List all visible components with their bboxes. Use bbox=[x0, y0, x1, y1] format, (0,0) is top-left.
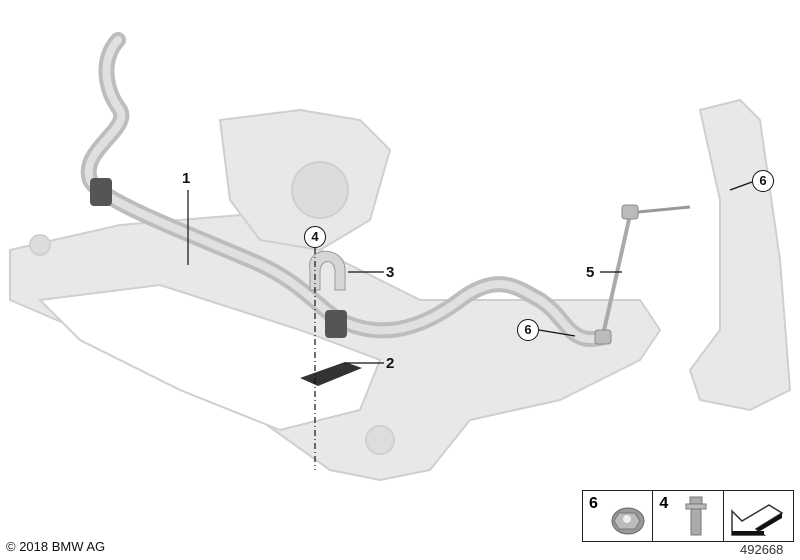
callout-4[interactable]: 4 bbox=[304, 226, 326, 248]
diagram-number: 492668 bbox=[740, 542, 784, 557]
parts-legend: 6 4 bbox=[582, 490, 794, 542]
callout-1[interactable]: 1 bbox=[182, 170, 191, 187]
callout-2[interactable]: 2 bbox=[386, 355, 395, 372]
rubber-mount-left bbox=[90, 178, 112, 206]
stabilizer-link bbox=[601, 214, 632, 336]
rubber-mount-right bbox=[325, 310, 347, 338]
copyright: © 2018 BMW AG bbox=[6, 539, 106, 554]
bolt-icon bbox=[685, 496, 707, 536]
flange-nut-icon bbox=[611, 507, 645, 535]
callout-5[interactable]: 5 bbox=[586, 264, 595, 281]
legend-number: 6 bbox=[589, 495, 598, 512]
front-subframe bbox=[9, 98, 792, 482]
callout-3[interactable]: 3 bbox=[386, 264, 395, 281]
legend-number: 4 bbox=[659, 495, 669, 512]
legend-item-arrow bbox=[724, 491, 793, 541]
bracket bbox=[309, 250, 346, 291]
legend-item-bolt[interactable]: 4 bbox=[653, 491, 724, 541]
legend-item-nut[interactable]: 6 bbox=[583, 491, 654, 541]
callout-6-upper[interactable]: 6 bbox=[752, 170, 774, 192]
direction-arrow-icon bbox=[730, 504, 784, 536]
callout-6-nut[interactable]: 6 bbox=[517, 319, 539, 341]
